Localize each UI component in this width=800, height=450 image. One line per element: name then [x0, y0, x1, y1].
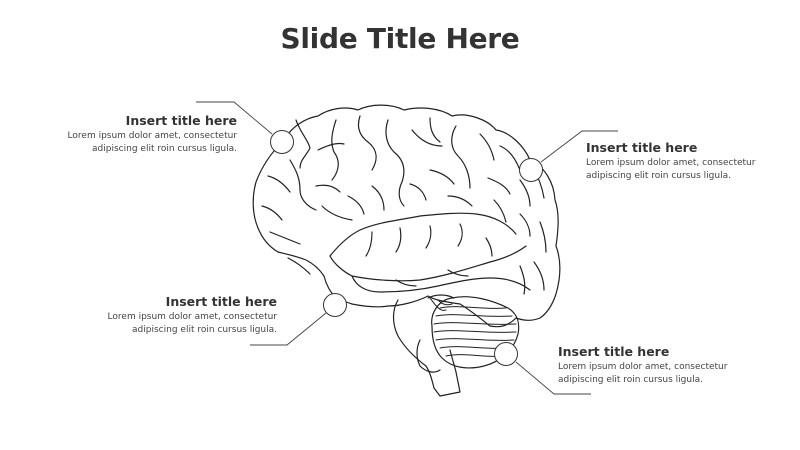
- callout-title: Insert title here: [165, 294, 277, 309]
- callout-title: Insert title here: [586, 140, 698, 155]
- callout-marker-bottom-left[interactable]: [323, 293, 347, 317]
- callout-description-line: adipiscing elit roin cursus ligula.: [558, 375, 703, 385]
- callout-top-left: Insert title here Lorem ipsum dolor amet…: [17, 113, 237, 155]
- connector-lines: [196, 101, 618, 395]
- callout-description-line: Lorem ipsum dolor amet, consectetur: [558, 362, 728, 372]
- slide-title: Slide Title Here: [280, 22, 520, 55]
- callout-bottom-left: Insert title here Lorem ipsum dolor amet…: [57, 294, 277, 336]
- callout-description-line: adipiscing elit roin cursus ligula.: [586, 171, 731, 181]
- callout-description-line: Lorem ipsum dolor amet, consectetur: [107, 312, 277, 322]
- callout-description-line: Lorem ipsum dolor amet, consectetur: [586, 158, 756, 168]
- callout-description-line: Lorem ipsum dolor amet, consectetur: [67, 131, 237, 141]
- callout-marker-top-right[interactable]: [519, 158, 543, 182]
- callout-title: Insert title here: [125, 113, 237, 128]
- callout-description-line: adipiscing elit roin cursus ligula.: [92, 144, 237, 154]
- callout-description-line: adipiscing elit roin cursus ligula.: [132, 325, 277, 335]
- brain-icon: [252, 104, 561, 397]
- callout-top-right: Insert title here Lorem ipsum dolor amet…: [586, 140, 800, 182]
- callout-marker-top-left[interactable]: [270, 130, 294, 154]
- callout-bottom-right: Insert title here Lorem ipsum dolor amet…: [558, 344, 778, 386]
- callout-marker-bottom-right[interactable]: [494, 342, 518, 366]
- callout-title: Insert title here: [558, 344, 670, 359]
